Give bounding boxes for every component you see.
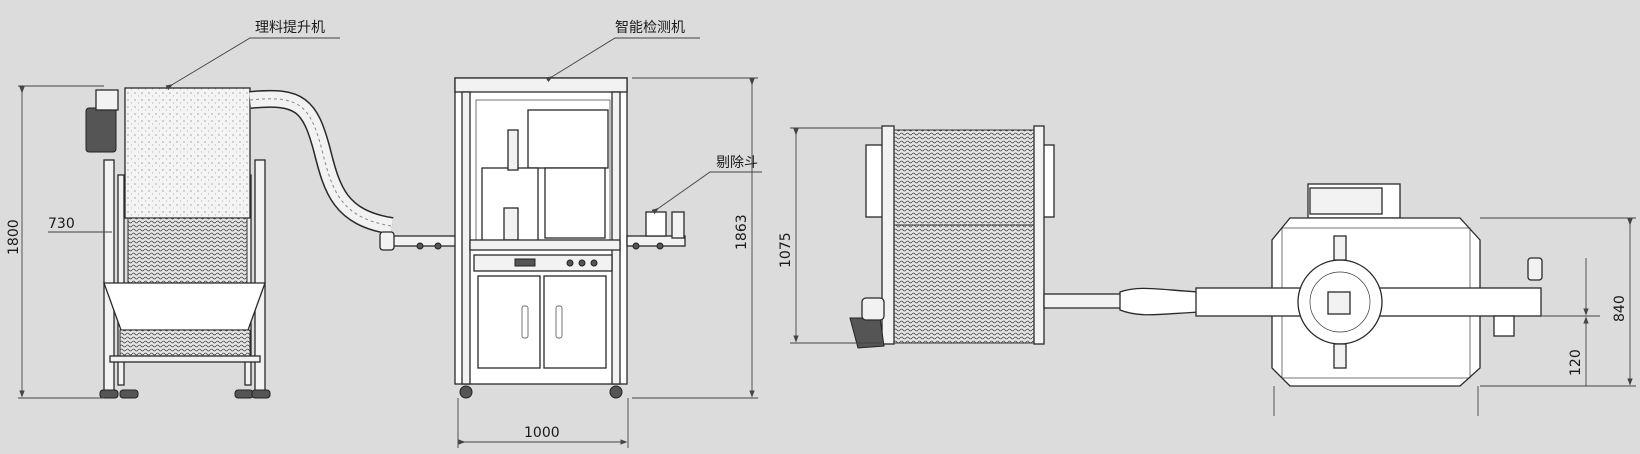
top-view bbox=[849, 125, 1543, 387]
camera-box bbox=[527, 109, 609, 169]
foot-1 bbox=[99, 389, 119, 399]
control-strip bbox=[473, 254, 613, 272]
elevator-upper-body bbox=[124, 87, 251, 219]
elevator-belt-mesh bbox=[127, 217, 248, 284]
elevator-frame-left bbox=[881, 125, 895, 345]
dim-frame-width: 1000 bbox=[524, 425, 560, 441]
elevator-belt-top bbox=[887, 224, 1039, 344]
dim-top-view-height: 1075 bbox=[778, 232, 794, 268]
reject-actuator-top bbox=[1527, 257, 1543, 281]
door-handle-left bbox=[521, 305, 529, 339]
transfer-chute bbox=[1119, 287, 1201, 316]
dim-height-total: 1800 bbox=[6, 219, 22, 255]
light-box bbox=[544, 167, 606, 239]
reject-actuator bbox=[671, 211, 685, 239]
motor-gearbox bbox=[95, 89, 119, 111]
door-handle-right bbox=[555, 305, 563, 339]
foot-3 bbox=[234, 389, 254, 399]
top-sensor bbox=[1333, 235, 1347, 261]
dim-conveyor-offset: 120 bbox=[1568, 349, 1584, 376]
hopper-bottom-belt bbox=[119, 329, 251, 357]
cabinet-door-right bbox=[543, 275, 607, 369]
turntable-hub bbox=[1327, 291, 1351, 315]
label-inspection-machine: 智能检测机 bbox=[615, 20, 685, 36]
elevator-top-mesh bbox=[893, 129, 1035, 226]
inspection-table bbox=[469, 239, 621, 251]
inspection-head bbox=[503, 207, 519, 241]
elevator-motor-top bbox=[849, 317, 885, 349]
cabinet-left-post bbox=[461, 91, 471, 385]
cabinet-top bbox=[454, 77, 628, 93]
dim-frame-height: 1863 bbox=[734, 214, 750, 250]
annotation-labels: 理料提升机 智能检测机 剔除斗 bbox=[165, 20, 762, 215]
indicator-light-1 bbox=[566, 259, 574, 267]
reject-bin bbox=[645, 211, 667, 237]
hopper-funnel bbox=[103, 282, 266, 331]
cabinet-right-post bbox=[611, 91, 621, 385]
bottom-sensor bbox=[1333, 343, 1347, 369]
motor bbox=[85, 107, 117, 153]
inspection-machine-view bbox=[379, 77, 686, 399]
dimension-lines: 1800 730 1863 1000 1075 840 120 bbox=[6, 77, 1636, 448]
reject-bin-top bbox=[1493, 315, 1515, 337]
inner-left-leg bbox=[117, 174, 125, 386]
indicator-light-2 bbox=[578, 259, 586, 267]
hopper-elevator-view bbox=[85, 87, 394, 399]
feed-chute bbox=[249, 91, 394, 234]
elevator-frame-right bbox=[1033, 125, 1045, 345]
label-hopper-elevator: 理料提升机 bbox=[255, 20, 325, 36]
cabinet-door-left bbox=[477, 275, 541, 369]
gearbox-top bbox=[861, 297, 885, 321]
dim-top-view-width: 840 bbox=[1612, 295, 1628, 322]
caster-right bbox=[609, 385, 623, 399]
camera-mount bbox=[507, 129, 519, 171]
indicator-light-3 bbox=[590, 259, 598, 267]
foot-2 bbox=[119, 389, 139, 399]
hopper-base-bar bbox=[109, 355, 261, 363]
caster-left bbox=[459, 385, 473, 399]
infeed-roller bbox=[379, 231, 395, 251]
display-slot bbox=[514, 258, 536, 267]
label-reject-bin: 剔除斗 bbox=[716, 155, 758, 171]
foot-4 bbox=[251, 389, 271, 399]
dim-hopper-height: 730 bbox=[48, 216, 75, 232]
